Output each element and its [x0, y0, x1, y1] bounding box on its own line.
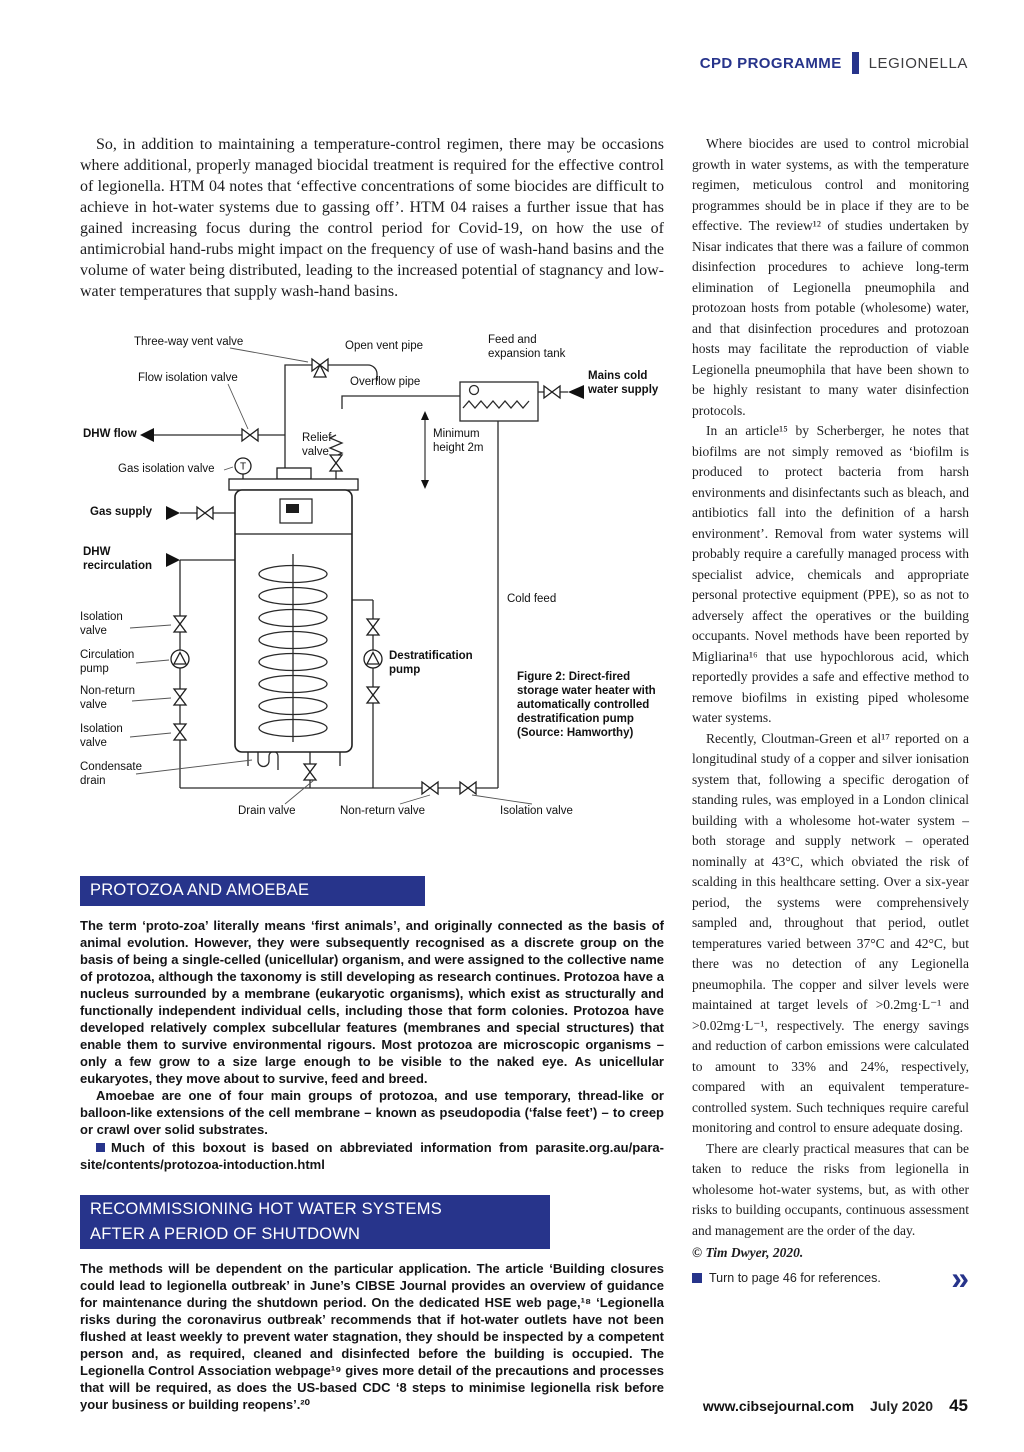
right-paragraph-3: Recently, Cloutman-Green et al¹⁷ reporte… [692, 730, 969, 1136]
page-footer: www.cibsejournal.com July 2020 45 [703, 1396, 968, 1416]
protozoa-boxout: PROTOZOA AND AMOEBAE The term ‘proto-zoa… [80, 876, 664, 1173]
label-dhw-flow: DHW flow [83, 428, 137, 440]
label-drain-valve: Drain valve [238, 805, 296, 817]
label-overflow-pipe: Overflow pipe [350, 376, 421, 388]
label-gas-isolation-valve: Gas isolation valve [118, 463, 215, 475]
label-dhw-recirculation: DHW recirculation [83, 546, 153, 572]
recommissioning-boxout: RECOMMISSIONING HOT WATER SYSTEMS AFTER A… [80, 1194, 664, 1414]
label-flow-isolation-valve: Flow isolation valve [138, 372, 238, 384]
label-feed-expansion-tank: Feed and expansion tank [488, 334, 566, 360]
label-destratification-pump: Destratification pump [389, 650, 473, 676]
label-open-vent-pipe: Open vent pipe [345, 340, 424, 352]
label-non-return-valve-bottom: Non-return valve [340, 805, 426, 817]
label-isolation-valve-bottom: Isolation valve [500, 805, 573, 817]
protozoa-boxout-title: PROTOZOA AND AMOEBAE [80, 876, 425, 906]
label-three-way-vent-valve: Three-way vent valve [134, 336, 244, 348]
issue-date: July 2020 [870, 1398, 934, 1414]
label-relief-valve: Relief valve [302, 432, 332, 458]
label-isolation-valve-2: Isolation valve [80, 723, 123, 749]
figure-caption: Figure 2: Direct-fired storage water hea… [517, 671, 656, 739]
figure-2-diagram: T [80, 332, 662, 834]
references-text: Turn to page 46 for references. [709, 1271, 881, 1285]
label-mains-cold-water: Mains cold water supply [588, 370, 659, 396]
recommissioning-paragraph: The methods will be dependent on the par… [80, 1261, 664, 1413]
protozoa-source-line: Much of this boxout is based on abbrevia… [80, 1139, 664, 1173]
protozoa-paragraph-2: Amoebae are one of four main groups of p… [80, 1087, 664, 1137]
square-bullet-icon [96, 1143, 105, 1153]
page-number: 45 [949, 1396, 968, 1415]
main-column: So, in addition to maintaining a tempera… [80, 134, 664, 1413]
intro-paragraph: So, in addition to maintaining a tempera… [80, 136, 664, 300]
right-paragraph-2: In an article¹⁵ by Scherberger, he notes… [692, 423, 969, 725]
label-condensate-drain: Condensate drain [80, 761, 143, 787]
right-column: Where biocides are used to control micro… [692, 134, 969, 1296]
thermostat-t-label: T [240, 462, 246, 473]
label-non-return-valve: Non-return valve [80, 685, 135, 711]
label-isolation-valve-1: Isolation valve [80, 611, 123, 637]
protozoa-source-text: Much of this boxout is based on abbrevia… [80, 1139, 664, 1172]
label-gas-supply: Gas supply [90, 506, 152, 518]
right-paragraph-4: There are clearly practical measures tha… [692, 1140, 969, 1238]
label-circulation-pump: Circulation pump [80, 649, 135, 675]
recommissioning-boxout-title: RECOMMISSIONING HOT WATER SYSTEMS AFTER A… [80, 1194, 550, 1250]
section-label: LEGIONELLA [868, 54, 968, 72]
references-note: Turn to page 46 for references. » [692, 1260, 969, 1296]
journal-website: www.cibsejournal.com [702, 1398, 855, 1414]
recommissioning-title-line-2: AFTER A PERIOD OF SHUTDOWN [90, 1224, 361, 1243]
water-heater-schematic: T [129, 347, 584, 805]
page-header: CPD PROGRAMME LEGIONELLA [700, 52, 968, 74]
protozoa-paragraph-1: The term ‘proto-zoa’ literally means ‘fi… [80, 917, 664, 1086]
author-credit: © Tim Dwyer, 2020. [692, 1245, 804, 1260]
recommissioning-title-line-1: RECOMMISSIONING HOT WATER SYSTEMS [90, 1199, 442, 1218]
label-minimum-height: Minimum height 2m [433, 428, 484, 454]
square-bullet-icon [692, 1273, 702, 1283]
header-divider-bar [851, 52, 859, 74]
label-cold-feed: Cold feed [507, 593, 557, 605]
right-paragraph-1: Where biocides are used to control micro… [692, 136, 969, 418]
cpd-programme-label: CPD PROGRAMME [699, 54, 842, 72]
continue-chevrons-icon: » [951, 1260, 969, 1296]
